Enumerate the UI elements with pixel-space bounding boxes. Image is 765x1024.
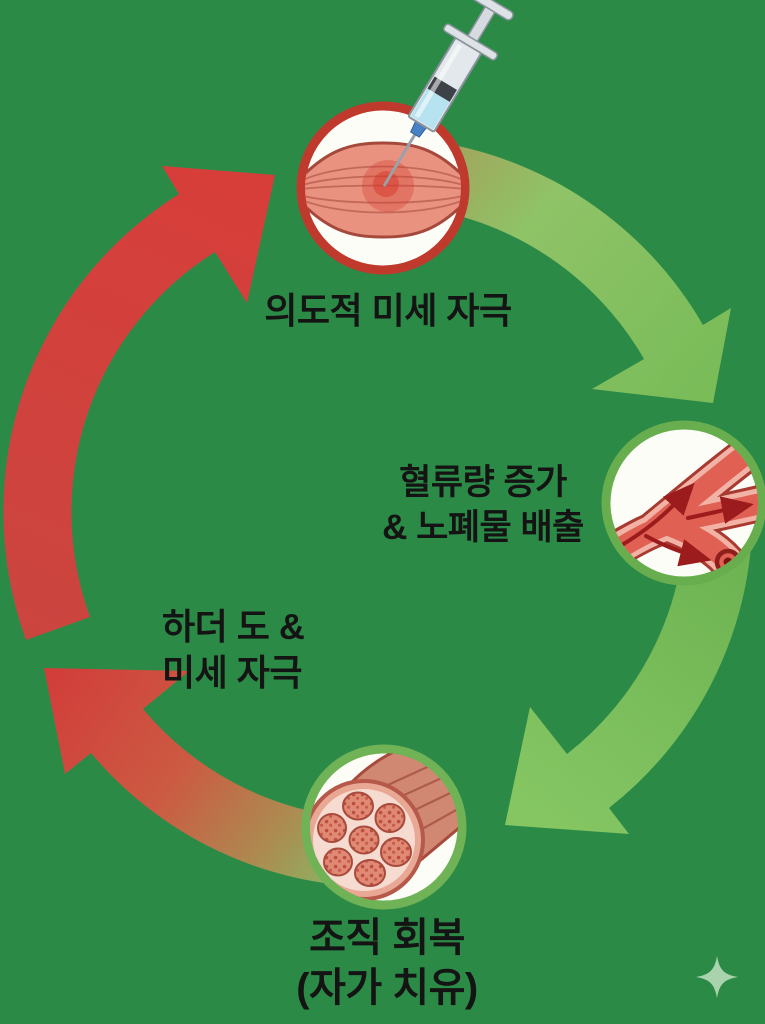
step-label-tissue-recovery: 조직 회복 (자가 치유) [187, 914, 587, 1013]
step-label-right-line2: & 노폐물 배출 [382, 507, 584, 547]
step-label-top-text: 의도적 미세 자극 [264, 290, 512, 331]
step-label-left-line1: 하더 도 & [162, 606, 305, 647]
muscle-cross-section-icon [301, 744, 467, 910]
step-label-left-line2: 미세 자극 [162, 652, 302, 694]
step-label-bottom-line1: 조직 회복 [309, 916, 465, 960]
muscle-injection-icon [296, 101, 470, 275]
green-arrow-top-to-right [421, 141, 731, 403]
red-arrow-left-to-top [3, 166, 276, 640]
step-label-bottom-line2: (자가 치유) [296, 965, 478, 1010]
step-label-blood-flow: 혈류량 증가 & 노폐물 배출 [303, 461, 663, 551]
step-label-harder-micro-stimulus: 하더 도 & 미세 자극 [162, 604, 462, 696]
red-arrow-bottom-to-left [44, 668, 357, 886]
sparkle-icon [696, 956, 738, 998]
step-label-intentional-micro-stimulus: 의도적 미세 자극 [188, 288, 588, 334]
blood-vessel-icon [601, 420, 765, 586]
green-arrow-right-to-bottom [505, 528, 752, 834]
syringe-icon [382, 0, 514, 187]
step-label-right-line1: 혈류량 증가 [399, 463, 567, 502]
